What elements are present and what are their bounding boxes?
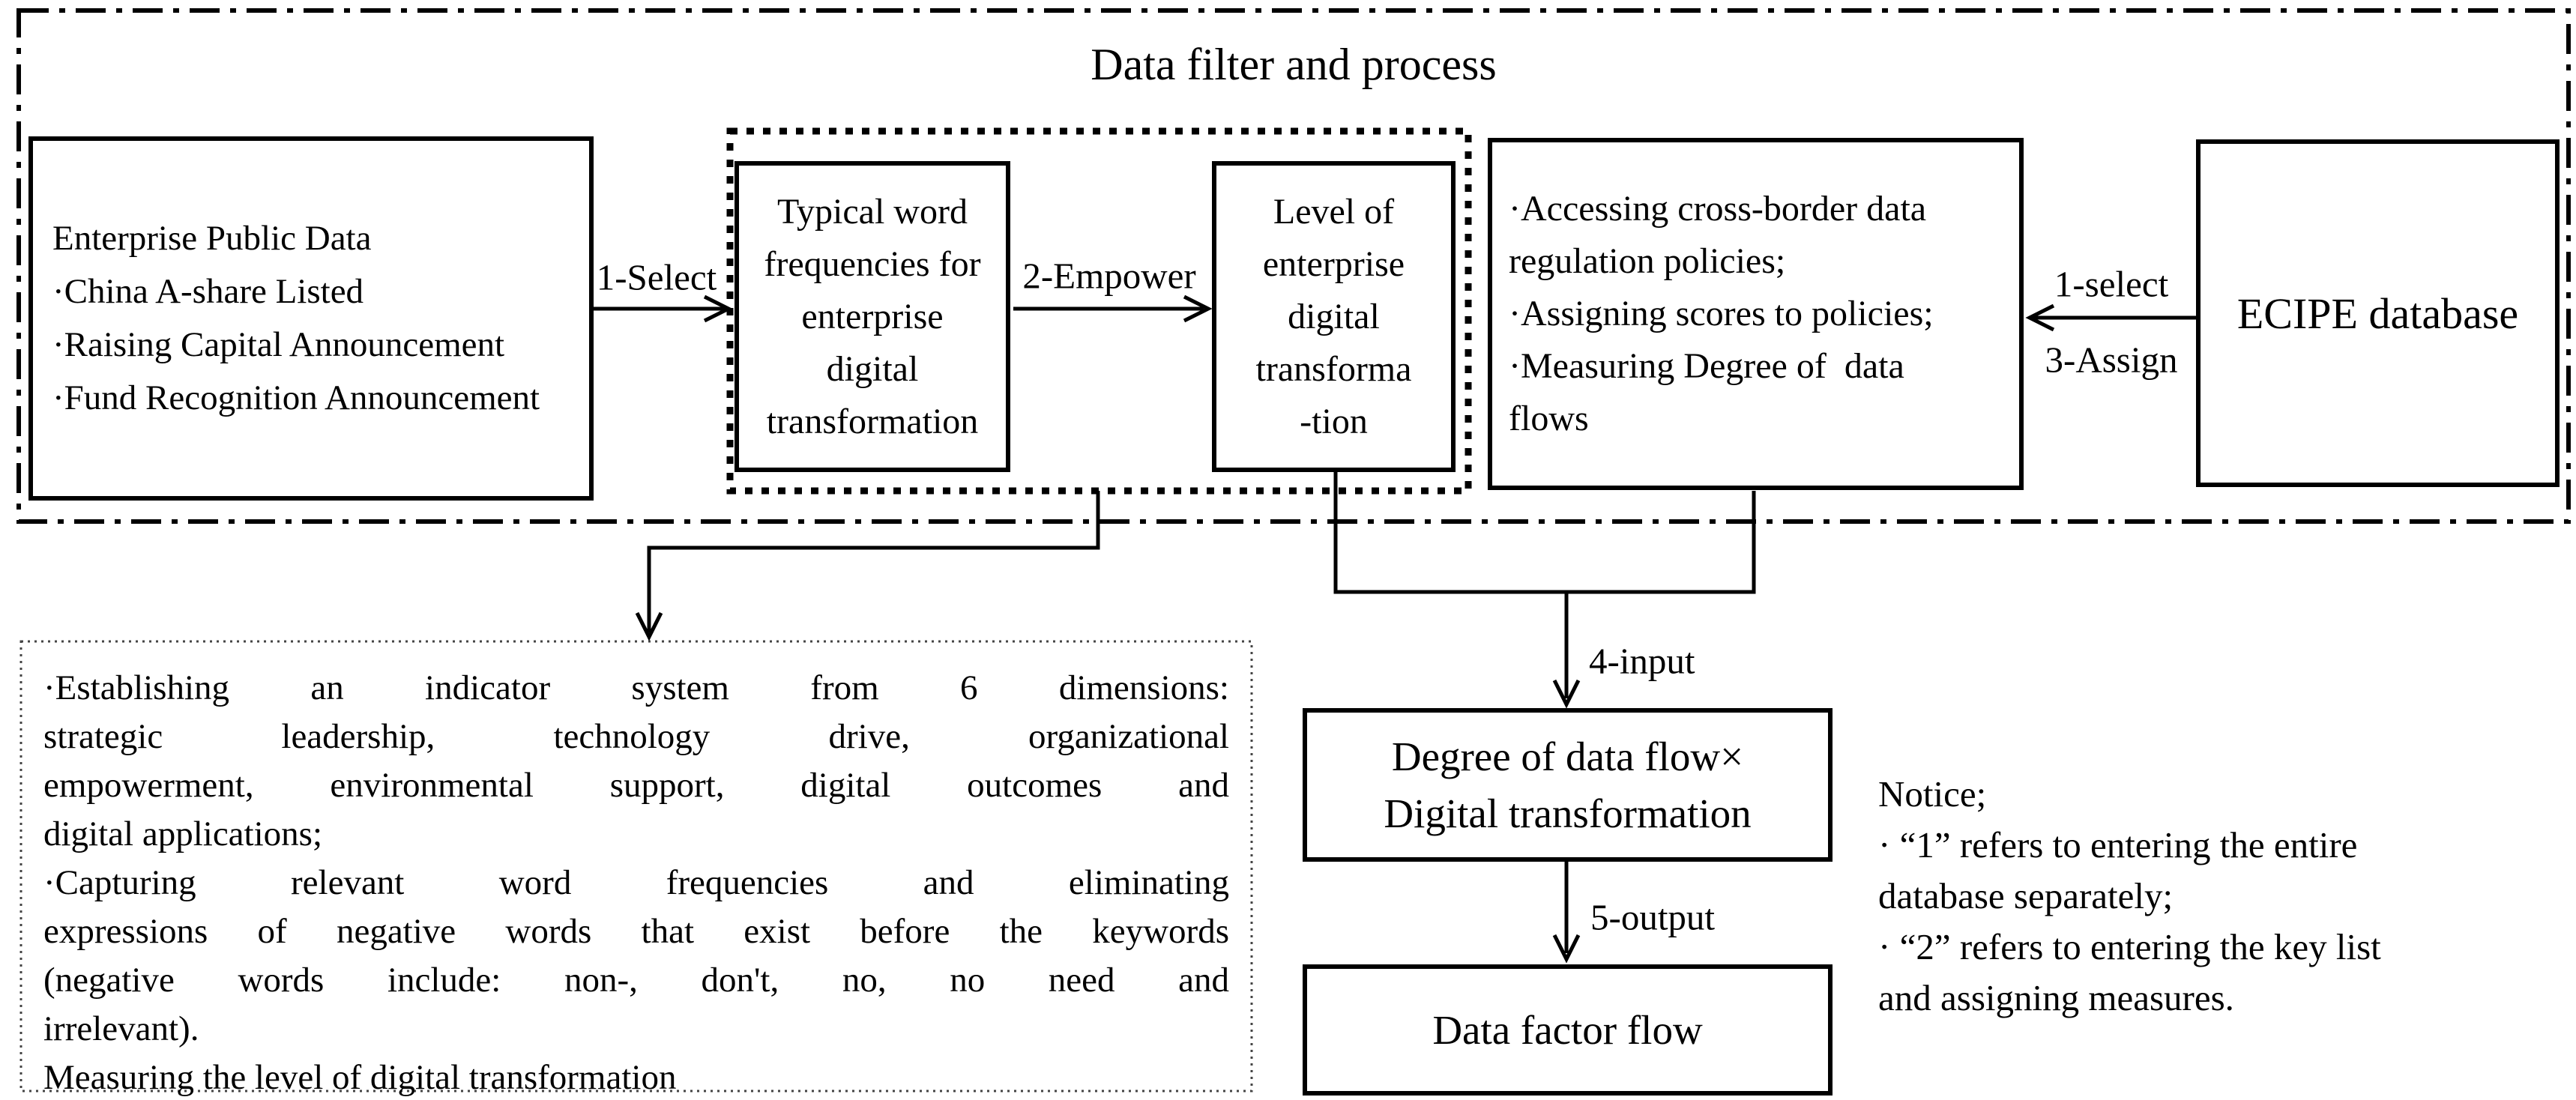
- enterprise-public-data-box: Enterprise Public Data ·China A-share Li…: [28, 136, 594, 501]
- degree-box-line: Digital transformation: [1384, 790, 1752, 836]
- word-frequencies-box: Typical word frequencies for enterprise …: [735, 161, 1010, 472]
- digital-level-line: transforma: [1255, 348, 1412, 389]
- output5-arrow: [1552, 862, 1581, 964]
- policies-line: ·Assigning scores to policies;: [1509, 294, 1934, 333]
- digital-level-line: digital: [1288, 296, 1380, 336]
- word-frequencies-line: Typical word: [777, 191, 968, 232]
- word-frequencies-line: frequencies for: [764, 244, 981, 284]
- merge-connector: [1333, 472, 1756, 594]
- input4-arrow: [1552, 592, 1581, 709]
- indicator-note-line: digital applications;: [43, 815, 323, 853]
- empower2-arrow: [1013, 294, 1213, 323]
- digital-level-line: Level of: [1273, 191, 1395, 232]
- ecipe-select-assign-arrow: [2025, 303, 2196, 332]
- enterprise-box-line: ·Raising Capital Announcement: [52, 325, 505, 364]
- word-frequencies-line: enterprise: [801, 296, 944, 336]
- data-factor-flow-label: Data factor flow: [1432, 1006, 1703, 1053]
- digital-level-box: Level of enterprise digital transforma -…: [1212, 161, 1456, 472]
- indicator-note-dotted-frame: [19, 640, 1253, 1093]
- policies-line: regulation policies;: [1509, 241, 1786, 281]
- indicator-note-line: expressions of negative words that exist…: [43, 912, 1229, 951]
- indicator-note-line: empowerment, environmental support, digi…: [43, 766, 1229, 805]
- select1-left-label: 1-Select: [596, 256, 717, 298]
- empower2-label: 2-Empower: [1022, 255, 1196, 297]
- notice-line: Notice;: [1878, 773, 1987, 815]
- ecipe-database-label: ECIPE database: [2236, 288, 2519, 338]
- data-filter-dashdot-frame: [16, 8, 2571, 524]
- indicator-system-note: ·Establishing an indicator system from 6…: [21, 641, 1252, 1097]
- ecipe-database-box: ECIPE database: [2196, 139, 2560, 487]
- output5-label: 5-output: [1590, 896, 1716, 938]
- keyword-dotted-frame: [726, 127, 1472, 495]
- enterprise-box-line: Enterprise Public Data: [52, 219, 372, 258]
- policies-box: ·Accessing cross-border data regulation …: [1488, 138, 2024, 490]
- digital-level-line: enterprise: [1262, 244, 1405, 284]
- assign3-label: 3-Assign: [2045, 339, 2178, 381]
- indicator-note-line: ·Capturing relevant word frequencies and…: [43, 863, 1229, 902]
- indicator-note-line: irrelevant).: [43, 1009, 199, 1048]
- notice-line: · “2” refers to entering the key list: [1878, 926, 2381, 967]
- enterprise-box-line: ·Fund Recognition Announcement: [52, 378, 540, 417]
- data-factor-flow-box: Data factor flow: [1303, 964, 1833, 1096]
- word-frequencies-line: transformation: [766, 401, 979, 441]
- notice-line: database separately;: [1878, 875, 2174, 916]
- notice-line: · “1” refers to entering the entire: [1878, 824, 2358, 865]
- page-title: Data filter and process: [1091, 40, 1497, 89]
- indicator-note-line: strategic leadership, technology drive, …: [43, 717, 1229, 756]
- notice-line: and assigning measures.: [1878, 977, 2234, 1018]
- enterprise-box-line: ·China A-share Listed: [52, 272, 364, 311]
- keyword-to-note-elbow-arrow: [635, 491, 1100, 641]
- select1-arrow: [594, 294, 733, 323]
- indicator-note-line: (negative words include: non-, don't, no…: [43, 961, 1229, 1000]
- notice-block: Notice; · “1” refers to entering the ent…: [1878, 769, 2381, 1024]
- input4-label: 4-input: [1589, 640, 1695, 682]
- word-frequencies-line: digital: [826, 348, 919, 389]
- policies-line: flows: [1509, 399, 1589, 438]
- select1-right-label: 1-select: [2054, 263, 2169, 305]
- policies-line: ·Measuring Degree of data: [1509, 346, 1904, 386]
- digital-level-line: -tion: [1300, 401, 1368, 441]
- degree-times-transformation-box: Degree of data flow× Digital transformat…: [1303, 708, 1833, 862]
- indicator-note-line: Measuring the level of digital transform…: [43, 1058, 677, 1097]
- degree-box-line: Degree of data flow×: [1391, 733, 1744, 779]
- policies-line: ·Accessing cross-border data: [1509, 189, 1927, 229]
- indicator-note-line: ·Establishing an indicator system from 6…: [43, 668, 1229, 707]
